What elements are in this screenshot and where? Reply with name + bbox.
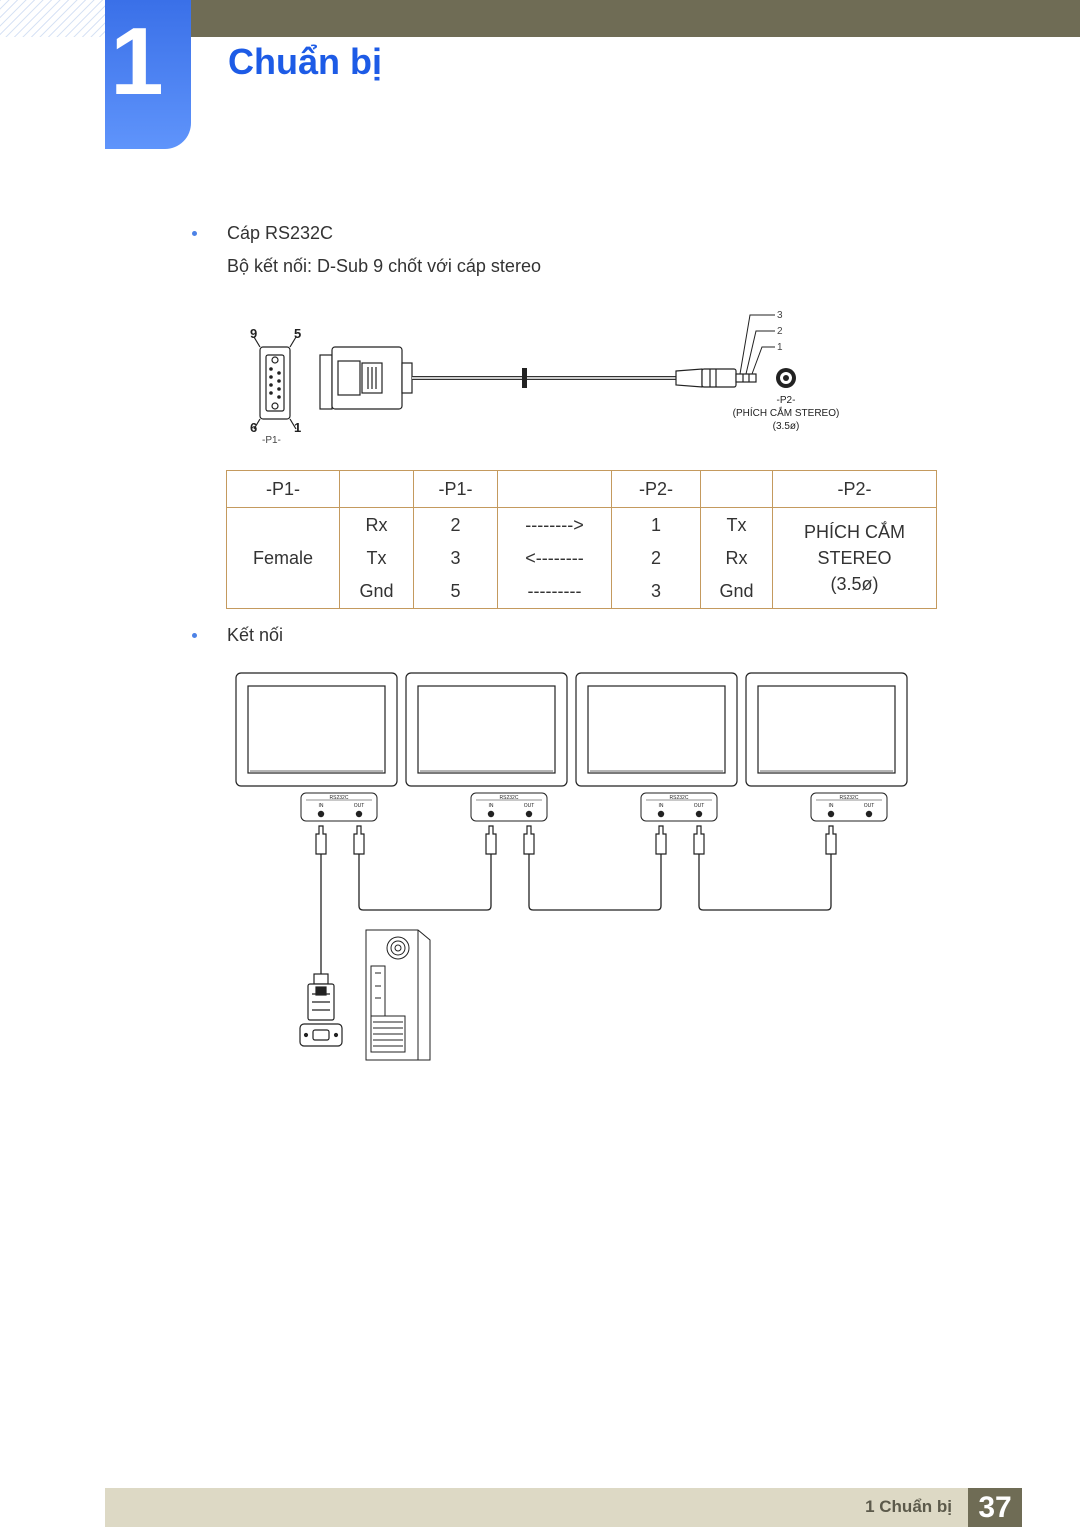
p1-label: -P1- xyxy=(262,435,281,446)
pc-serial-port-icon xyxy=(299,1023,343,1047)
monitor-icon xyxy=(745,672,908,787)
table-header-cell: -P1- xyxy=(226,470,340,508)
chapter-title: Chuẩn bị xyxy=(228,41,382,82)
p2-type-cell: PHÍCH CẮM STEREO (3.5ø) xyxy=(772,507,937,609)
out-label: OUT xyxy=(694,803,705,809)
bullet-connection: Kết nối xyxy=(227,625,284,645)
pin-label-5: 5 xyxy=(294,326,301,341)
table-row: Female Rx Tx Gnd 2 3 5 --------> <------… xyxy=(226,507,937,609)
footer-chapter-label: 1 Chuẩn bị xyxy=(865,1497,952,1516)
p2-type-line: (3.5ø) xyxy=(830,574,879,594)
table-header-cell xyxy=(497,470,612,508)
rs232c-label: RS232C xyxy=(500,795,519,801)
dsub-connector-icon xyxy=(319,346,413,410)
p1-signal: Gnd xyxy=(359,580,394,601)
pin-label-1: 1 xyxy=(294,420,301,435)
pin-label-6: 6 xyxy=(250,420,257,435)
daisy-chain-cables xyxy=(320,854,832,974)
table-header-row: -P1- -P1- -P2- -P2- xyxy=(226,470,937,508)
rs232c-port-panels: RS232C IN OUT RS232C IN OUT RS232C IN OU… xyxy=(300,792,888,822)
p1-signal: Tx xyxy=(366,547,387,568)
header-hatch xyxy=(0,0,105,37)
p2-signal: Tx xyxy=(726,514,747,535)
chapter-tab: 1 xyxy=(105,0,191,149)
audio-plugs xyxy=(315,825,837,855)
p2-pin-3: 3 xyxy=(777,310,783,321)
out-label: OUT xyxy=(524,803,535,809)
p1-signal: Rx xyxy=(365,514,388,535)
out-label: OUT xyxy=(864,803,875,809)
pin-leader-lines xyxy=(739,314,775,375)
direction-cell: --------> <-------- --------- xyxy=(497,507,612,609)
p2-label: -P2- xyxy=(777,395,796,406)
bullet-dot xyxy=(192,633,197,638)
p2-signal: Gnd xyxy=(719,580,754,601)
cable-ferrite xyxy=(522,368,527,388)
monitor-icon xyxy=(575,672,738,787)
p2-pin-1: 1 xyxy=(777,342,783,353)
rs232c-label: RS232C xyxy=(330,795,349,801)
pin-mapping-table: -P1- -P1- -P2- -P2- Female Rx Tx Gnd 2 3… xyxy=(226,470,937,609)
direction-arrow: --------> xyxy=(525,514,584,535)
pc-tower-icon xyxy=(365,929,431,1061)
in-label: IN xyxy=(319,803,324,809)
p2-signal: Rx xyxy=(725,547,748,568)
rs232c-port-panel: RS232C IN OUT xyxy=(640,792,718,822)
p2-pin-cell: 1 2 3 xyxy=(611,507,701,609)
dsub-plug-icon xyxy=(307,973,335,1021)
p2-signal-cell: Tx Rx Gnd xyxy=(700,507,773,609)
connection-diagram: RS232C IN OUT RS232C IN OUT RS232C IN OU… xyxy=(235,672,908,1061)
header-band xyxy=(190,0,1080,37)
direction-arrow: <-------- xyxy=(525,547,584,568)
p2-size: (3.5ø) xyxy=(773,421,800,432)
stereo-plug-icon xyxy=(675,368,757,388)
footer-bar: 1 Chuẩn bị xyxy=(105,1488,968,1527)
monitor-icon xyxy=(235,672,398,787)
monitor-icon xyxy=(405,672,568,787)
p1-signal-cell: Rx Tx Gnd xyxy=(339,507,414,609)
p1-pin: 3 xyxy=(450,547,461,568)
direction-arrow: --------- xyxy=(527,580,582,601)
p1-pin: 2 xyxy=(450,514,461,535)
p1-type-cell: Female xyxy=(226,507,340,609)
table-header-cell xyxy=(700,470,773,508)
in-label: IN xyxy=(659,803,664,809)
p1-pinout-icon xyxy=(253,336,297,430)
bullet-dot xyxy=(192,231,197,236)
p2-name: (PHÍCH CẮM STEREO) xyxy=(733,406,840,419)
p2-type-line: STEREO xyxy=(817,548,892,568)
rs232c-port-panel: RS232C IN OUT xyxy=(810,792,888,822)
rs232c-label: RS232C xyxy=(840,795,859,801)
p2-pin: 1 xyxy=(650,514,661,535)
chapter-number: 1 xyxy=(110,8,164,115)
p2-pin: 2 xyxy=(650,547,661,568)
table-header-cell xyxy=(339,470,414,508)
connector-description: Bộ kết nối: D-Sub 9 chốt với cáp stereo xyxy=(227,256,541,276)
p1-pin: 5 xyxy=(450,580,461,601)
stereo-jack-icon xyxy=(776,368,796,388)
out-label: OUT xyxy=(354,803,365,809)
rs232c-port-panel: RS232C IN OUT xyxy=(300,792,378,822)
in-label: IN xyxy=(489,803,494,809)
monitor-row xyxy=(235,672,908,787)
rs232c-port-panel: RS232C IN OUT xyxy=(470,792,548,822)
p1-pin-cell: 2 3 5 xyxy=(413,507,498,609)
table-header-cell: -P2- xyxy=(611,470,701,508)
p2-pin-2: 2 xyxy=(777,326,783,337)
bullet-rs232c-cable: Cáp RS232C xyxy=(227,223,334,243)
in-label: IN xyxy=(829,803,834,809)
p2-pin: 3 xyxy=(650,580,661,601)
table-header-cell: -P2- xyxy=(772,470,937,508)
table-header-cell: -P1- xyxy=(413,470,498,508)
page-number: 37 xyxy=(968,1488,1022,1527)
pin-label-9: 9 xyxy=(250,326,257,341)
rs232c-label: RS232C xyxy=(670,795,689,801)
cable-diagram: 9 5 6 1 -P1- 3 2 1 -P2- (PHÍCH CẮM STERE… xyxy=(250,310,840,446)
p2-type-line: PHÍCH CẮM xyxy=(803,522,905,542)
